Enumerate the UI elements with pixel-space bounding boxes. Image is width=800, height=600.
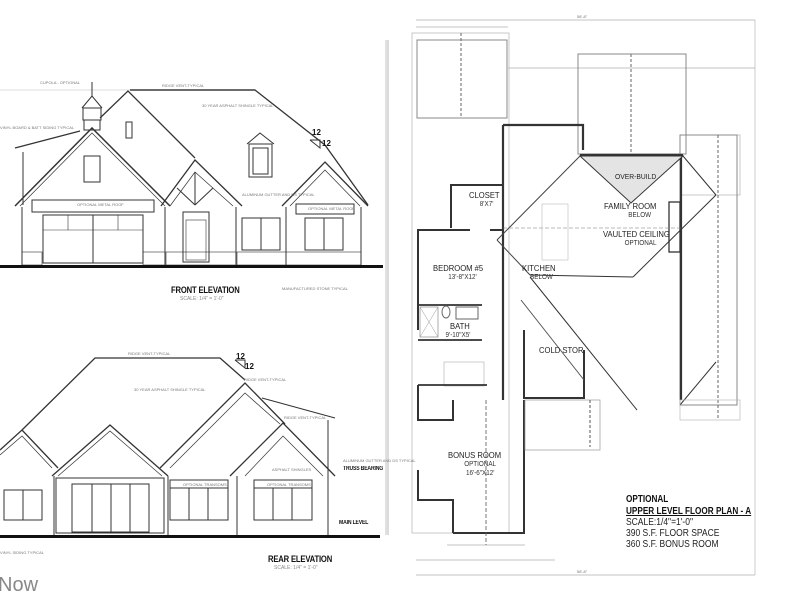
room-kitchen-name: KITCHEN — [522, 263, 556, 273]
room-closet-name: CLOSET — [469, 190, 500, 200]
room-bonus-sub: OPTIONAL — [464, 461, 497, 468]
room-bedroom-5: BEDROOM #5 13'-8"X12' — [433, 264, 483, 282]
room-family-room-sub: BELOW — [628, 212, 652, 219]
room-over-build: OVER-BUILD — [615, 172, 656, 181]
rear-elevation-scale: SCALE: 1/4" = 1'-0" — [274, 565, 318, 571]
callout-gutter: ALUMINUM GUTTER AND DS TYPICAL — [242, 192, 315, 197]
front-elevation-scale: SCALE: 1/4" = 1'-0" — [180, 296, 224, 302]
floor-plan-title-block: OPTIONAL UPPER LEVEL FLOOR PLAN - A SCAL… — [626, 493, 786, 550]
rear-callout-ridge-vent-3: RIDGE VENT-TYPICAL — [284, 415, 327, 420]
rear-callout-gutter: ALUMINUM GUTTER AND DS TYPICAL — [343, 458, 416, 463]
rear-pitch-run: 12 — [245, 362, 254, 371]
room-bath-name: BATH — [450, 321, 470, 331]
rear-callout-siding: VINYL SIDING TYPICAL — [0, 550, 45, 555]
callout-metal-roof-left: OPTIONAL METAL ROOF — [77, 202, 124, 207]
front-elevation-linework — [0, 82, 369, 266]
callout-ridge-vent: RIDGE VENT-TYPICAL — [162, 83, 205, 88]
room-bedroom-size: 13'-8"X12' — [448, 274, 477, 281]
plan-bonus-space: 360 S.F. BONUS ROOM — [626, 539, 719, 550]
room-bonus-size: 16'-6"X12' — [466, 470, 495, 477]
room-family-room-name: FAMILY ROOM — [604, 201, 657, 211]
rear-main-level-label: MAIN LEVEL — [339, 520, 369, 526]
plan-title: UPPER LEVEL FLOOR PLAN - A — [626, 505, 752, 517]
room-bath-size: 9'-10"X5' — [445, 332, 471, 339]
rear-callout-ridge-vent: RIDGE VENT-TYPICAL — [128, 351, 171, 356]
room-over-build-name: OVER-BUILD — [615, 172, 657, 181]
rear-elevation-title: REAR ELEVATION — [268, 554, 333, 564]
room-kitchen: KITCHEN BELOW — [522, 264, 556, 282]
rear-pitch-rise: 12 — [236, 352, 245, 361]
rear-truss-bearing-label: TRUSS BEARING — [343, 466, 384, 472]
rear-callout-ridge-vent-2: RIDGE VENT-TYPICAL — [244, 377, 287, 382]
plan-floor-space: 390 S.F. FLOOR SPACE — [626, 528, 720, 539]
callout-cupola: CUPOLA - OPTIONAL — [40, 80, 81, 85]
callout-stone: MANUFACTURED STONE TYPICAL — [282, 286, 348, 291]
room-bonus: BONUS ROOM OPTIONAL 16'-6"X12' — [448, 451, 501, 478]
overall-width-bottom: 58'-8" — [577, 569, 588, 574]
rear-callout-asphalt: ASPHALT SHINGLES — [272, 467, 312, 472]
room-family-room: FAMILY ROOM BELOW — [604, 202, 656, 220]
callout-shingle: 30 YEAR ASPHALT SHINGLE TYPICAL — [202, 103, 274, 108]
front-pitch-rise: 12 — [312, 128, 321, 137]
rear-elevation-linework — [0, 357, 336, 535]
room-kitchen-sub: BELOW — [530, 274, 553, 281]
rear-callout-transom-left: OPTIONAL TRANSOMS — [183, 482, 227, 487]
room-vaulted-ceiling: VAULTED CEILING OPTIONAL — [603, 230, 670, 248]
front-pitch-run: 12 — [322, 139, 331, 148]
room-vaulted-ceiling-sub: OPTIONAL — [624, 240, 657, 247]
room-cold-storage-name: COLD STOR. — [539, 345, 586, 355]
overall-width-top: 58'-8" — [577, 14, 588, 19]
watermark-text: Now — [0, 574, 39, 596]
plan-scale: SCALE:1/4"=1'-0" — [626, 517, 693, 528]
rear-callout-shingle: 30 YEAR ASPHALT SHINGLE TYPICAL — [134, 387, 206, 392]
rear-callout-transom-right: OPTIONAL TRANSOMS — [267, 482, 311, 487]
room-cold-storage: COLD STOR. — [539, 346, 586, 355]
room-bedroom-name: BEDROOM #5 — [433, 263, 484, 273]
room-closet-size: 8'X7' — [479, 201, 494, 208]
room-bonus-name: BONUS ROOM — [448, 450, 502, 460]
floor-plan-linework — [387, 19, 756, 576]
callout-siding: VINYL BOARD & BATT SIDING TYPICAL — [0, 125, 75, 130]
callout-metal-roof-right: OPTIONAL METAL ROOF — [308, 206, 355, 211]
room-vaulted-ceiling-name: VAULTED CEILING — [603, 229, 670, 239]
front-elevation-title: FRONT ELEVATION — [171, 285, 240, 295]
room-bath: BATH 9'-10"X5' — [446, 321, 471, 340]
room-closet: CLOSET 8'X7' — [469, 191, 500, 209]
plan-heading: OPTIONAL — [626, 493, 669, 505]
